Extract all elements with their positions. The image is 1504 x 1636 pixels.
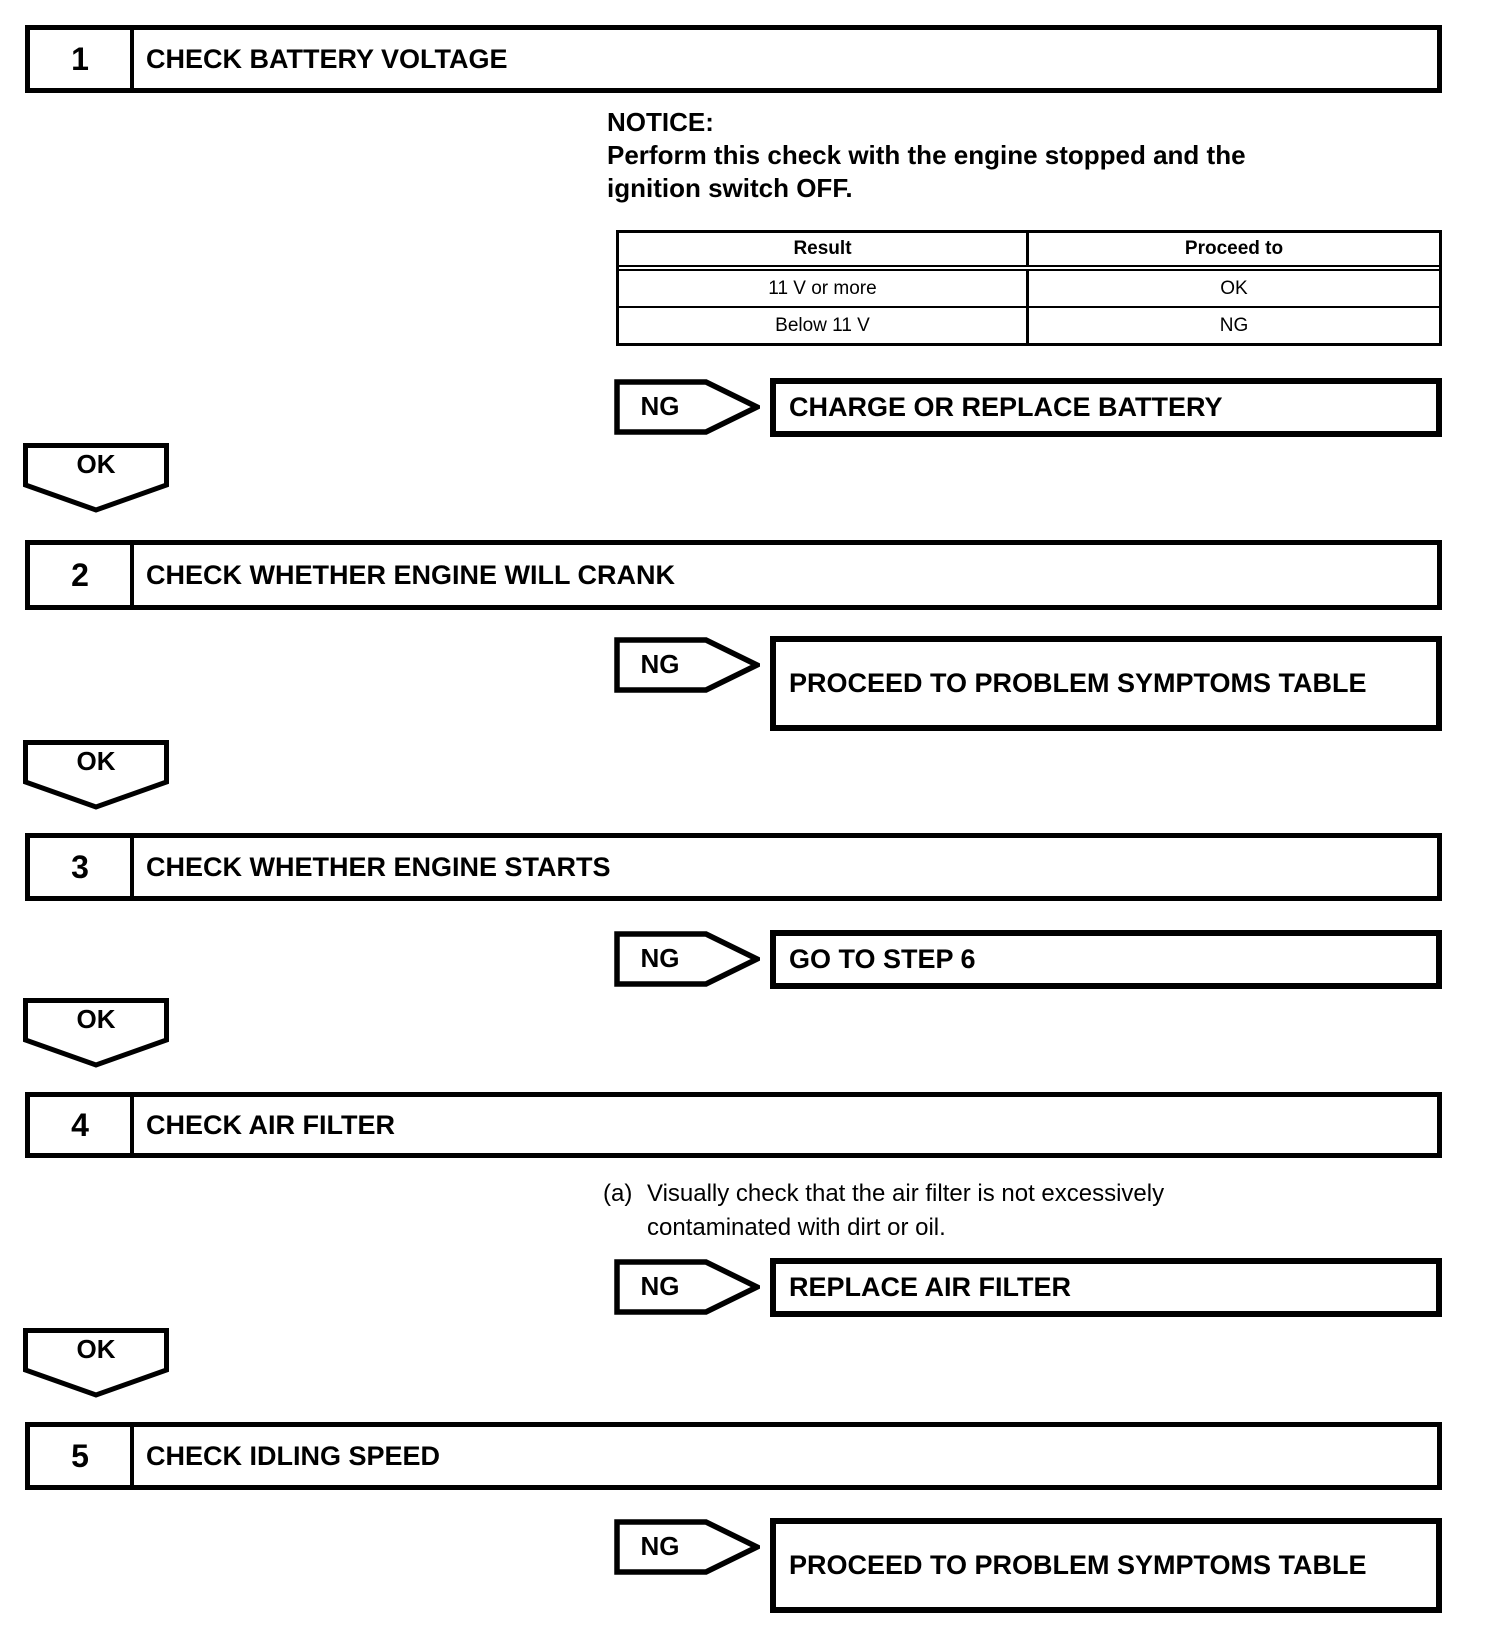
- step-3-header: 3 CHECK WHETHER ENGINE STARTS: [25, 833, 1442, 901]
- step-4-number: 4: [30, 1097, 134, 1153]
- step-5-header: 5 CHECK IDLING SPEED: [25, 1422, 1442, 1490]
- step-2-result-box: PROCEED TO PROBLEM SYMPTOMS TABLE: [770, 636, 1442, 731]
- step-3-number: 3: [30, 838, 134, 896]
- step-2-result-text: PROCEED TO PROBLEM SYMPTOMS TABLE: [789, 668, 1367, 698]
- step-3-result-box: GO TO STEP 6: [770, 930, 1442, 989]
- notice-heading: NOTICE:: [607, 107, 714, 137]
- notice-body-line2: ignition switch OFF.: [607, 173, 853, 203]
- result-table-header-row: Result Proceed to: [619, 233, 1439, 271]
- ng-arrow-icon: [614, 1259, 760, 1315]
- step-2-number: 2: [30, 545, 134, 605]
- result-table-cell: OK: [1220, 277, 1248, 299]
- ng-arrow-icon: [614, 379, 760, 435]
- step-5-number: 5: [30, 1427, 134, 1485]
- result-table-cell: 11 V or more: [619, 271, 1029, 306]
- ok-connector-label: OK: [76, 1004, 116, 1034]
- result-table-row-2: Below 11 V NG: [619, 308, 1439, 343]
- notice-body-line1: Perform this check with the engine stopp…: [607, 140, 1246, 170]
- step-2-header: 2 CHECK WHETHER ENGINE WILL CRANK: [25, 540, 1442, 610]
- ok-pentagon-icon: [23, 1328, 169, 1398]
- step-1-result-text: CHARGE OR REPLACE BATTERY: [789, 392, 1223, 422]
- ok-connector-label: OK: [76, 449, 116, 479]
- step-5-result-box: PROCEED TO PROBLEM SYMPTOMS TABLE: [770, 1518, 1442, 1613]
- step-3-title: CHECK WHETHER ENGINE STARTS: [146, 851, 611, 882]
- ok-connector-4: OK: [23, 1328, 169, 1398]
- result-table-row-1: 11 V or more OK: [619, 271, 1439, 308]
- ok-pentagon-icon: [23, 998, 169, 1068]
- ok-connector-label: OK: [76, 1334, 116, 1364]
- step-5-title: CHECK IDLING SPEED: [146, 1440, 441, 1471]
- step-1-title: CHECK BATTERY VOLTAGE: [146, 43, 508, 74]
- step-1-header: 1 CHECK BATTERY VOLTAGE: [25, 25, 1442, 93]
- result-table-header-result: Result: [619, 233, 1029, 265]
- ng-branch-label: NG: [640, 1530, 680, 1561]
- step-4-result-box: REPLACE AIR FILTER: [770, 1258, 1442, 1317]
- ng-branch-label: NG: [640, 390, 680, 421]
- ng-arrow-icon: [614, 931, 760, 987]
- ng-branch-label: NG: [640, 648, 680, 679]
- result-table-header-proceed: Proceed to: [1184, 238, 1284, 259]
- step-1-result-box: CHARGE OR REPLACE BATTERY: [770, 378, 1442, 437]
- step-4-result-text: REPLACE AIR FILTER: [789, 1272, 1071, 1302]
- ok-pentagon-icon: [23, 740, 169, 810]
- ok-pentagon-icon: [23, 443, 169, 513]
- ng-branch-label: NG: [640, 942, 680, 973]
- step-4-title: CHECK AIR FILTER: [146, 1109, 395, 1140]
- notice-block: NOTICE: Perform this check with the engi…: [607, 106, 1246, 205]
- instruction-text: Visually check that the air filter is no…: [647, 1180, 1165, 1241]
- ng-arrow-icon: [614, 1519, 760, 1575]
- ok-connector-2: OK: [23, 740, 169, 810]
- step-4-instruction: (a) Visually check that the air filter i…: [603, 1177, 1373, 1245]
- step-1-number: 1: [30, 30, 134, 88]
- step-2-title: CHECK WHETHER ENGINE WILL CRANK: [146, 559, 675, 590]
- ng-arrow-icon: [614, 637, 760, 693]
- result-table-cell: NG: [1219, 314, 1249, 336]
- step-5-result-text: PROCEED TO PROBLEM SYMPTOMS TABLE: [789, 1550, 1367, 1580]
- step-4-header: 4 CHECK AIR FILTER: [25, 1092, 1442, 1158]
- step-3-result-text: GO TO STEP 6: [789, 944, 976, 974]
- ok-connector-3: OK: [23, 998, 169, 1068]
- result-table-cell: Below 11 V: [619, 308, 1029, 343]
- instruction-label: (a): [603, 1180, 633, 1207]
- ok-connector-1: OK: [23, 443, 169, 513]
- result-table: Result Proceed to 11 V or more OK Below …: [616, 230, 1442, 346]
- ok-connector-label: OK: [76, 746, 116, 776]
- ng-branch-label: NG: [640, 1270, 680, 1301]
